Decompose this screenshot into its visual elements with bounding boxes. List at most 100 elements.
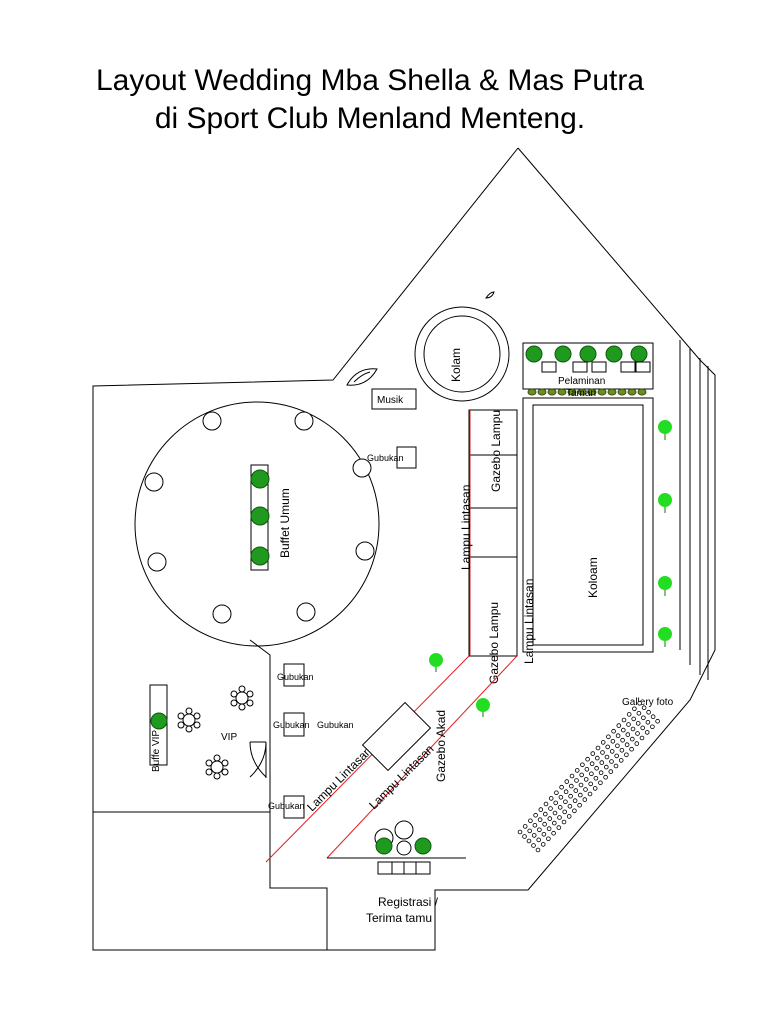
gallery-chair xyxy=(603,764,609,770)
gallery-chair xyxy=(563,799,568,805)
taman-label: Taman xyxy=(566,388,596,399)
gallery-chair xyxy=(624,742,630,747)
buffet-umum-trees xyxy=(250,469,270,566)
gallery-chair xyxy=(557,805,563,810)
gallery-chair xyxy=(635,731,640,736)
gallery-chair xyxy=(641,715,646,721)
buffet-umum-area xyxy=(134,401,380,647)
gallery-chair xyxy=(588,781,593,787)
gallery-chair xyxy=(572,808,577,814)
gallery-chair xyxy=(537,817,543,822)
gallery-chair xyxy=(650,724,655,730)
gallery-chair xyxy=(611,728,616,734)
gallery-chair xyxy=(568,783,574,789)
gallery-chair xyxy=(566,814,572,819)
lampu-lintasan-label-right: Lampu Lintasan xyxy=(522,579,536,664)
pelaminan-label: Pelaminan xyxy=(558,376,605,387)
taman-hedge xyxy=(527,388,647,396)
gubukan-label-3: Gubukan xyxy=(273,720,310,730)
gubukan-label-2: Gubukan xyxy=(277,672,314,682)
gallery-chair xyxy=(563,789,569,794)
gallery-chair xyxy=(542,811,548,817)
gallery-chair xyxy=(557,815,562,820)
lampu-lintasan-line-right xyxy=(326,655,518,859)
gazebo-akad xyxy=(361,701,432,772)
gallery-chair xyxy=(595,745,601,751)
gallery-seating xyxy=(517,700,660,853)
gallery-chair xyxy=(626,722,631,727)
kolam-outer xyxy=(414,306,510,402)
gallery-chair xyxy=(641,705,647,710)
gallery-chair xyxy=(598,770,604,775)
gallery-chair xyxy=(639,735,645,741)
gallery-chair xyxy=(558,794,564,800)
path-trees xyxy=(429,420,672,717)
venue-outline-right xyxy=(327,147,716,951)
buffet-vip-label: Buffe VIP xyxy=(151,730,162,772)
gallery-foto-label: Gallery foto xyxy=(622,697,674,708)
gallery-chair xyxy=(573,788,579,793)
gallery-chair xyxy=(594,755,600,761)
lampu-lintasan-line-left xyxy=(265,655,470,863)
gallery-chair xyxy=(644,730,650,735)
gallery-chair xyxy=(543,801,549,807)
registrasi-label-line1: Registrasi / xyxy=(378,895,439,909)
leaf-icon xyxy=(485,291,495,299)
gallery-chair xyxy=(599,760,605,765)
gallery-chair xyxy=(620,727,626,733)
gallery-chair xyxy=(522,834,527,839)
gazebo-lampu-column xyxy=(468,409,518,657)
gallery-chair xyxy=(592,786,598,791)
gallery-chair xyxy=(531,833,537,838)
gallery-chair xyxy=(538,807,544,812)
gazebo-lampu-label-top: Gazebo Lampu xyxy=(489,410,503,492)
gallery-chair xyxy=(548,796,554,801)
gallery-chair xyxy=(532,822,538,828)
gallery-chair xyxy=(562,809,567,815)
gallery-chair xyxy=(585,756,590,762)
koloam-inner xyxy=(532,404,644,646)
gallery-chair xyxy=(528,818,533,824)
venue-outline xyxy=(92,147,519,951)
gallery-chair xyxy=(632,706,637,712)
pelaminan-trees xyxy=(525,345,648,363)
gallery-chair xyxy=(609,749,615,754)
gallery-chair xyxy=(574,778,579,783)
gallery-chair xyxy=(577,792,583,798)
gallery-chair xyxy=(569,773,575,779)
gallery-chair xyxy=(540,842,546,847)
gallery-chair xyxy=(604,754,610,760)
gallery-chair xyxy=(590,751,596,756)
gallery-chair xyxy=(610,738,616,744)
pelaminan-chairs xyxy=(541,361,651,373)
musik-stage xyxy=(371,388,417,410)
gallery-chair xyxy=(578,782,584,788)
gallery-chair xyxy=(613,763,619,769)
gallery-chair xyxy=(536,837,541,843)
gallery-chair xyxy=(552,810,558,816)
gallery-chair xyxy=(517,829,523,835)
gallery-chair xyxy=(593,775,599,781)
gallery-chair xyxy=(547,816,553,821)
gallery-chair xyxy=(600,740,606,745)
gallery-chair xyxy=(568,793,573,799)
gallery-chair xyxy=(615,733,621,738)
musik-leaf-icon xyxy=(346,368,378,386)
gallery-chair xyxy=(531,843,536,848)
gallery-chair xyxy=(583,777,589,782)
vip-door-icon xyxy=(249,741,267,778)
gallery-chair xyxy=(646,709,651,715)
gallery-chair xyxy=(527,828,532,834)
gallery-chair xyxy=(605,744,610,750)
gallery-chair xyxy=(598,780,603,786)
gazebo-lampu-dividers xyxy=(469,454,517,558)
title-line-2: di Sport Club Menland Menteng. xyxy=(154,102,586,135)
gallery-chair xyxy=(645,719,651,725)
gubukan-label-4: Gubukan xyxy=(317,720,354,730)
gallery-chair xyxy=(614,753,619,759)
gallery-chair xyxy=(650,714,656,719)
gallery-chair xyxy=(625,732,631,737)
gallery-chair xyxy=(606,734,611,740)
gallery-chair xyxy=(636,710,642,716)
